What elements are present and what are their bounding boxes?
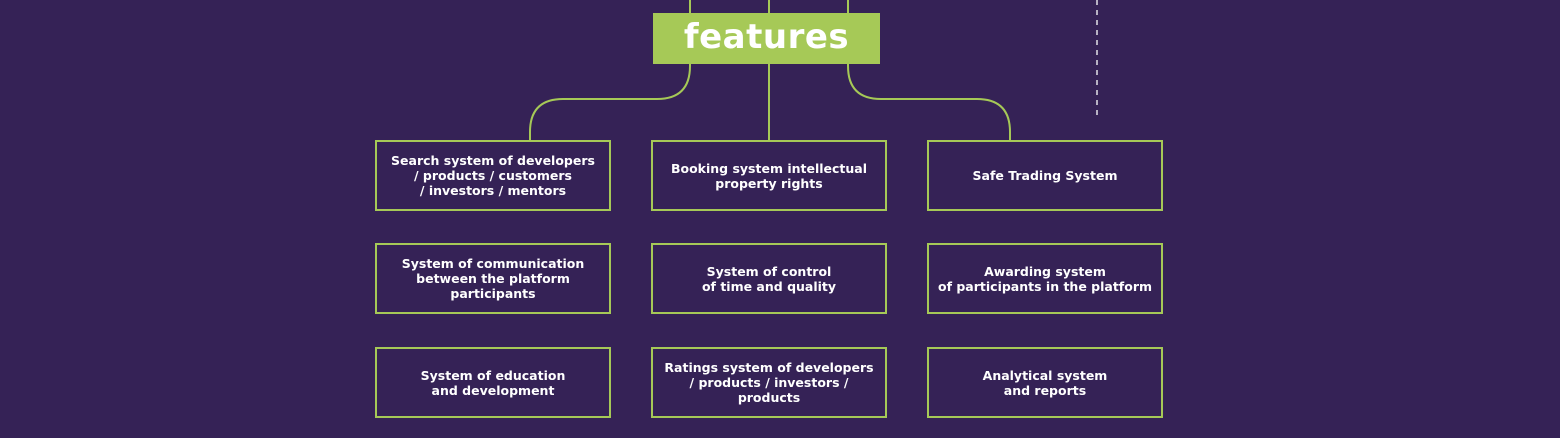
feature-label: Analytical system and reports	[982, 367, 1108, 398]
feature-box-awarding: Awarding system of participants in the p…	[927, 243, 1163, 314]
connector-right-branch	[847, 64, 1011, 140]
features-header: features	[653, 13, 880, 64]
feature-label: System of communication between the plat…	[401, 256, 585, 301]
feature-box-communication: System of communication between the plat…	[375, 243, 611, 314]
feature-label: Search system of developers / products /…	[391, 153, 595, 198]
feature-box-ratings: Ratings system of developers / products …	[651, 347, 887, 418]
feature-label: Safe Trading System	[972, 168, 1118, 183]
feature-box-booking-system: Booking system intellectual property rig…	[651, 140, 887, 211]
connector-left-branch	[529, 64, 691, 140]
feature-box-search-system: Search system of developers / products /…	[375, 140, 611, 211]
feature-box-education: System of education and development	[375, 347, 611, 418]
feature-label: Booking system intellectual property rig…	[670, 160, 868, 191]
feature-label: System of control of time and quality	[701, 263, 837, 294]
feature-box-analytical: Analytical system and reports	[927, 347, 1163, 418]
feature-label: Awarding system of participants in the p…	[937, 263, 1153, 294]
feature-label: Ratings system of developers / products …	[664, 360, 874, 405]
features-title: features	[683, 17, 850, 57]
feature-box-control: System of control of time and quality	[651, 243, 887, 314]
feature-box-safe-trading: Safe Trading System	[927, 140, 1163, 211]
feature-label: System of education and development	[420, 367, 566, 398]
